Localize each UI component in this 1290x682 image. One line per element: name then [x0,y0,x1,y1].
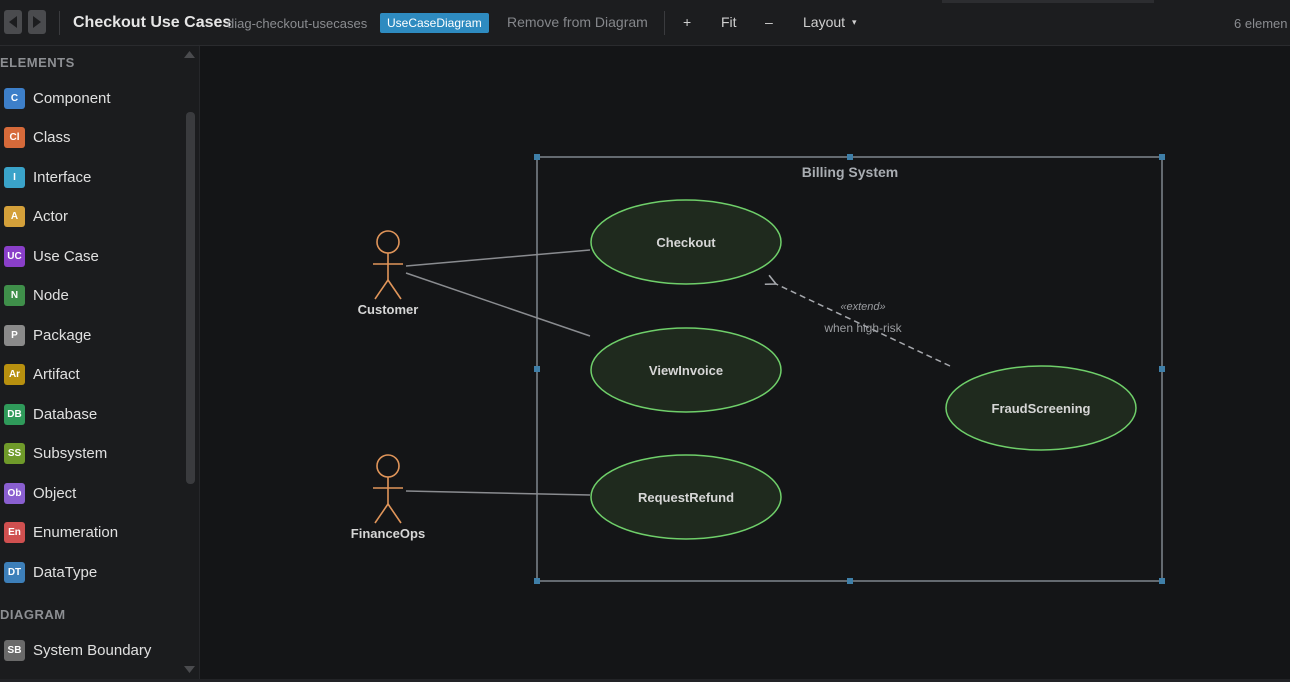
palette-item-label: Class [33,129,71,146]
palette-item-label: Use Case [33,247,99,265]
layout-label: Layout [803,14,846,30]
palette-item-label: Database [33,405,98,423]
remove-from-diagram-button[interactable]: Remove from Diagram [507,14,648,30]
association-customer-checkout[interactable] [405,249,591,267]
palette-item-object[interactable]: Ob Object [4,481,76,505]
palette-item-node[interactable]: N Node [4,284,69,308]
association-financeops-requestrefund[interactable] [405,490,591,496]
palette-item-label: System Boundary [33,641,152,659]
resize-handle[interactable] [1159,154,1165,160]
boundary-title: Billing System [802,164,898,180]
palette-item-label: Enumeration [33,524,119,541]
resize-handle[interactable] [1159,366,1165,372]
palette-item-label: DataType [33,563,98,581]
palette-item-label: Component [33,89,111,107]
palette-item-subsystem[interactable]: SS Subsystem [4,442,107,466]
system-boundary-icon: SB [4,639,25,661]
palette-item-label: Artifact [33,366,80,383]
actor-icon: A [4,206,25,227]
palette-item-label: Subsystem [33,445,108,462]
resize-handle[interactable] [534,154,540,160]
back-button[interactable] [4,10,22,34]
palette-item-class[interactable]: Cl Class [4,126,71,150]
actor-label: FinanceOps [351,526,425,541]
palette-item-label: Interface [33,168,92,186]
actor-financeops[interactable] [373,454,403,524]
datatype-icon: DT [4,561,25,583]
palette-item-artifact[interactable]: Ar Artifact [4,363,80,387]
artifact-icon: Ar [4,364,25,385]
diagram-type-badge: UseCaseDiagram [380,13,489,33]
scroll-down-icon[interactable] [184,665,195,674]
actor-label: Customer [358,302,419,317]
scroll-up-icon[interactable] [184,50,195,59]
zoom-out-button[interactable]: – [765,14,773,30]
toolbar: Checkout Use Cases diag-checkout-usecase… [0,0,1290,46]
boundary-selection-handles[interactable] [534,154,1165,584]
use-case-label: ViewInvoice [649,363,723,378]
palette-item-actor[interactable]: A Actor [4,205,68,229]
use-case-label: RequestRefund [638,490,734,505]
extend-dependency[interactable] [776,284,951,367]
use-case-label: FraudScreening [992,401,1091,416]
forward-button[interactable] [28,10,46,34]
resize-handle[interactable] [847,578,853,584]
object-icon: Ob [4,482,25,504]
actor-customer[interactable] [373,230,403,300]
diagram-canvas[interactable]: Billing System «extend» when high-risk [200,46,1290,682]
palette-item-label: Package [33,326,92,344]
palette-item-datatype[interactable]: DT DataType [4,560,97,584]
class-icon: Cl [4,127,25,148]
extend-condition: when high-risk [823,321,902,335]
use-case-icon: UC [4,245,25,267]
palette-item-component[interactable]: C Component [4,86,111,110]
diagram-title: Checkout Use Cases [73,14,232,31]
element-count: 6 elemen [1234,16,1288,31]
palette-item-enumeration[interactable]: En Enumeration [4,521,118,545]
palette-item-interface[interactable]: I Interface [4,165,91,189]
diagram-heading: DIAGRAM [0,607,66,622]
interface-icon: I [4,166,25,188]
association-customer-viewinvoice[interactable] [405,272,591,337]
use-case-viewinvoice[interactable]: ViewInvoice [590,327,782,413]
resize-handle[interactable] [1159,578,1165,584]
chevron-down-icon: ▾ [851,17,857,27]
use-case-label: Checkout [656,235,716,250]
fit-button[interactable]: Fit [721,14,737,30]
status-strip [0,679,1290,682]
package-icon: P [4,324,25,346]
resize-handle[interactable] [534,578,540,584]
database-icon: DB [4,403,25,425]
zoom-in-button[interactable]: + [683,14,692,30]
node-icon: N [4,285,25,306]
component-icon: C [4,87,25,109]
palette-item-package[interactable]: P Package [4,323,91,347]
top-scrollbar[interactable] [942,0,1154,3]
enumeration-icon: En [4,522,25,543]
use-case-fraudscreening[interactable]: FraudScreening [945,365,1137,451]
forward-arrow-icon [33,16,41,28]
palette-item-database[interactable]: DB Database [4,402,97,426]
palette-item-label: Node [33,287,69,304]
use-case-requestrefund[interactable]: RequestRefund [590,454,782,540]
back-arrow-icon [9,16,17,28]
resize-handle[interactable] [847,154,853,160]
toolbar-divider [59,11,60,35]
use-case-diagram: Billing System «extend» when high-risk [351,154,1165,584]
toolbar-divider [664,11,665,35]
elements-heading: ELEMENTS [0,55,75,70]
palette-item-system-boundary[interactable]: SB System Boundary [4,638,151,662]
use-case-checkout[interactable]: Checkout [590,199,782,285]
palette-item-use-case[interactable]: UC Use Case [4,244,99,268]
subsystem-icon: SS [4,443,25,464]
palette-scrollbar-thumb[interactable] [186,112,195,484]
layout-dropdown[interactable]: Layout ▾ [803,14,856,30]
diagram-id: diag-checkout-usecases [227,16,368,31]
extend-stereotype: «extend» [840,301,885,313]
resize-handle[interactable] [534,366,540,372]
palette-item-label: Object [33,484,77,502]
palette-item-label: Actor [33,208,69,225]
